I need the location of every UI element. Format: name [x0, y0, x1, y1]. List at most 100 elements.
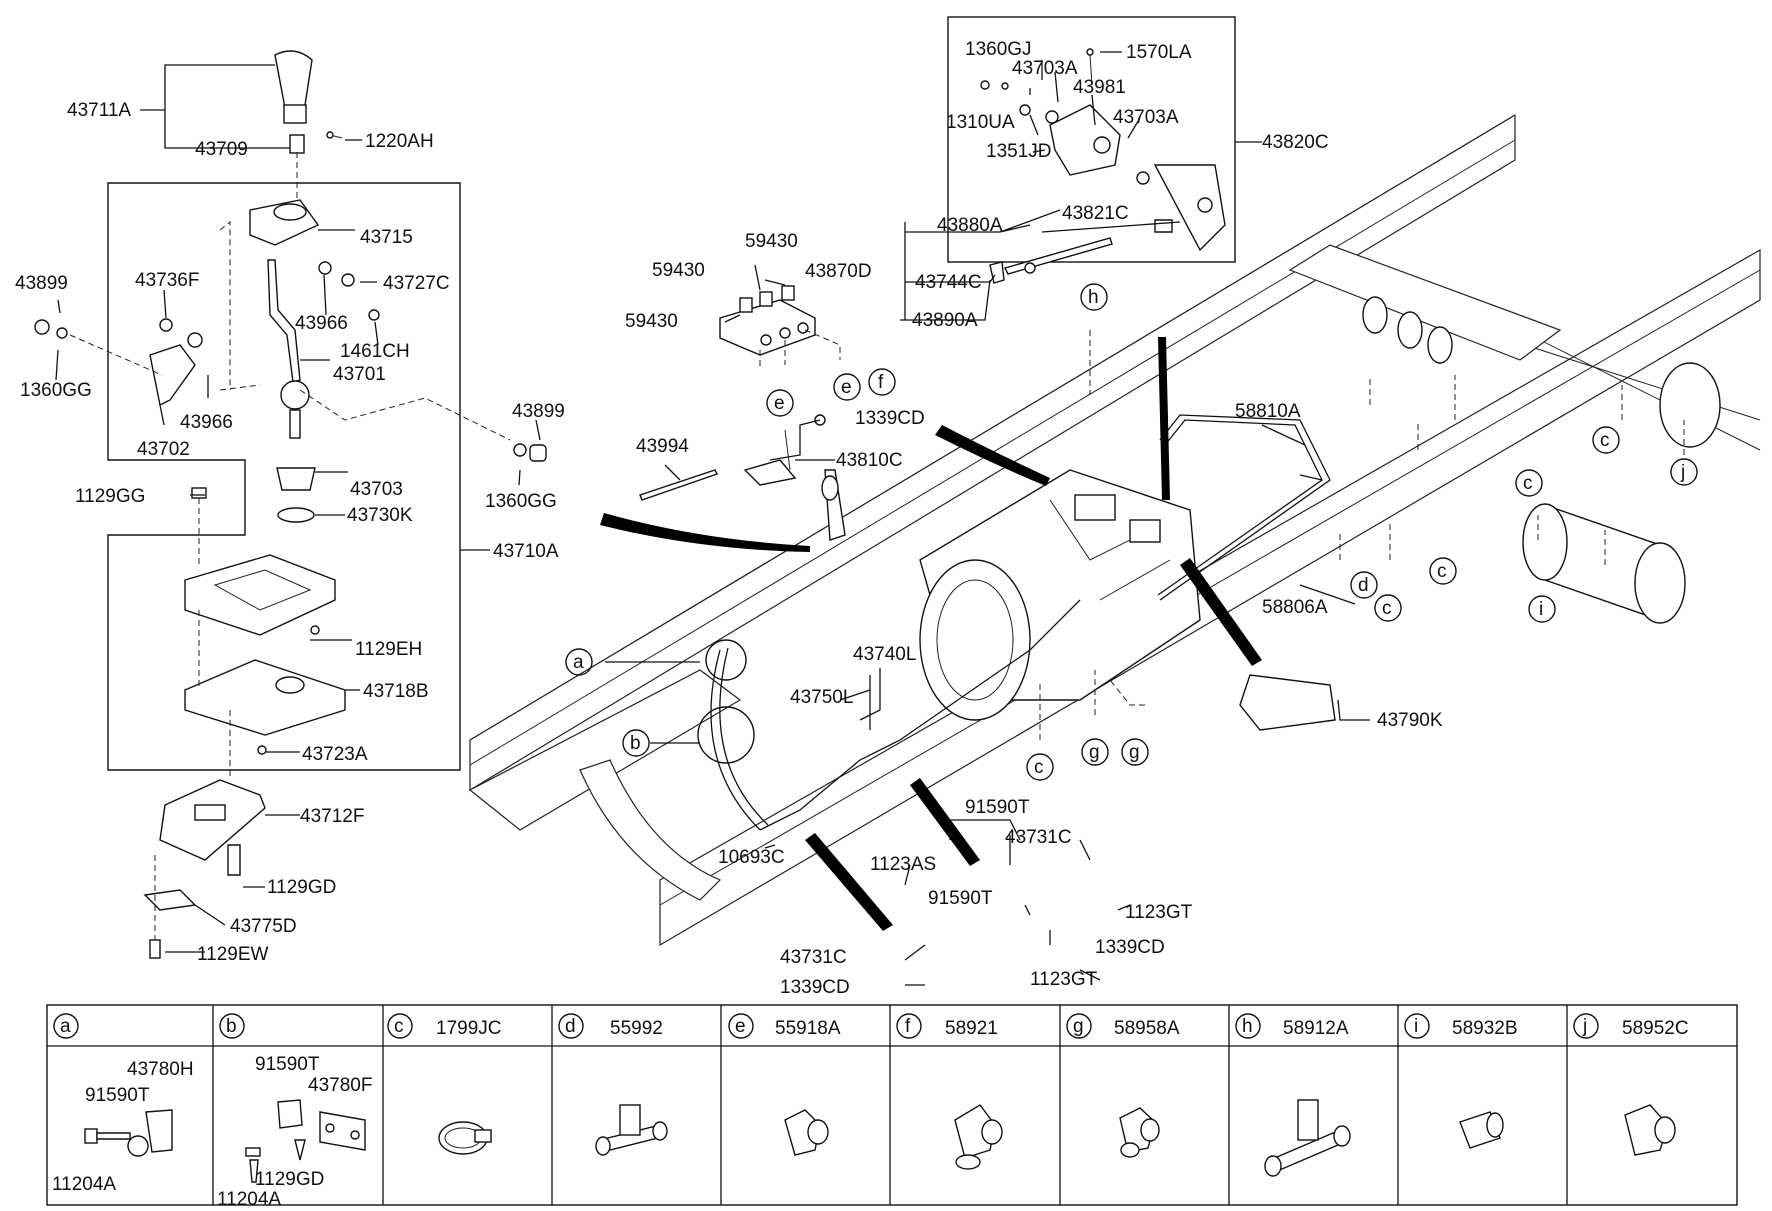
- legend-table: a 43780H 91590T 11204A b 91590T 43780F 1…: [46, 1004, 1738, 1210]
- callout-j: j: [1670, 458, 1698, 486]
- legend-j-part: 58952C: [1622, 1018, 1689, 1039]
- label-43715: 43715: [360, 227, 413, 248]
- callout-b: b: [622, 729, 650, 757]
- label-43750L: 43750L: [790, 687, 853, 708]
- label-43731C-upper: 43731C: [1005, 827, 1072, 848]
- label-43740L: 43740L: [853, 644, 916, 665]
- legend-cell-g: g 58958A: [1066, 1013, 1180, 1158]
- svg-text:a: a: [60, 1016, 71, 1037]
- callout-e-lower: e: [833, 373, 861, 401]
- label-43731C-lower: 43731C: [780, 947, 847, 968]
- svg-text:e: e: [735, 1016, 746, 1037]
- callout-c-1: c: [1592, 426, 1620, 454]
- label-1461CH: 1461CH: [340, 341, 410, 362]
- label-43718B: 43718B: [363, 681, 429, 702]
- label-43744C: 43744C: [915, 272, 982, 293]
- label-43710A: 43710A: [493, 541, 559, 562]
- label-43981: 43981: [1073, 77, 1126, 98]
- label-43736F: 43736F: [135, 270, 199, 291]
- svg-text:h: h: [1242, 1016, 1253, 1037]
- svg-text:d: d: [1358, 575, 1369, 596]
- label-43821C: 43821C: [1062, 203, 1129, 224]
- legend-cell-b: b 91590T 43780F 11204A 1129GD: [217, 1013, 372, 1210]
- leader-lines: [55, 51, 1685, 986]
- svg-text:f: f: [905, 1016, 911, 1037]
- legend-i-part: 58932B: [1452, 1018, 1518, 1039]
- svg-text:i: i: [1414, 1016, 1418, 1037]
- svg-text:e: e: [774, 393, 785, 414]
- svg-text:a: a: [573, 652, 584, 673]
- legend-c-part: 1799JC: [436, 1018, 502, 1039]
- label-59430-mid: 59430: [652, 260, 705, 281]
- label-43730K: 43730K: [347, 505, 413, 526]
- callout-markers: a b e e f h c c c c c d i j g g: [565, 283, 1698, 781]
- label-43727C: 43727C: [383, 273, 450, 294]
- callout-h: h: [1080, 283, 1108, 311]
- svg-text:h: h: [1088, 287, 1099, 308]
- label-1339CD-right: 1339CD: [1095, 937, 1165, 958]
- label-91590T-upper: 91590T: [965, 797, 1030, 818]
- label-1129GD: 1129GD: [267, 877, 336, 898]
- callout-c-3: c: [1429, 557, 1457, 585]
- label-43790K: 43790K: [1377, 710, 1443, 731]
- callout-e-upper: e: [766, 389, 794, 417]
- label-43820C: 43820C: [1262, 132, 1329, 153]
- svg-text:c: c: [394, 1016, 404, 1037]
- label-1351JD: 1351JD: [986, 141, 1052, 162]
- legend-e-part: 55918A: [775, 1018, 841, 1039]
- legend-cell-e: e 55918A: [728, 1013, 841, 1156]
- callout-c-4: c: [1374, 594, 1402, 622]
- label-59430-low: 59430: [625, 311, 678, 332]
- svg-text:b: b: [630, 733, 641, 754]
- label-10693C: 10693C: [718, 847, 785, 868]
- legend-a-43780H: 43780H: [127, 1059, 194, 1080]
- label-1220AH: 1220AH: [365, 131, 434, 152]
- label-1123GT-lower: 1123GT: [1030, 969, 1098, 990]
- label-43701: 43701: [333, 364, 386, 385]
- callout-g-2: g: [1121, 738, 1149, 766]
- svg-text:c: c: [1437, 561, 1447, 582]
- svg-text:c: c: [1382, 598, 1392, 619]
- legend-b-43780F: 43780F: [308, 1075, 372, 1096]
- legend-cell-d: d 55992: [558, 1013, 668, 1156]
- legend-cell-i: i 58932B: [1404, 1013, 1518, 1149]
- label-1360GG-right: 1360GG: [485, 491, 557, 512]
- label-43703A-top: 43703A: [1012, 58, 1078, 79]
- legend-b-91590T: 91590T: [255, 1054, 320, 1075]
- label-43870D: 43870D: [805, 261, 872, 282]
- label-43810C: 43810C: [836, 450, 903, 471]
- label-43890A: 43890A: [912, 310, 978, 331]
- label-43703A-right: 43703A: [1113, 107, 1179, 128]
- label-43723A: 43723A: [302, 744, 368, 765]
- label-43966-upper: 43966: [295, 313, 348, 334]
- label-1360GJ: 1360GJ: [965, 39, 1032, 60]
- callout-c-2: c: [1515, 469, 1543, 497]
- label-58806A: 58806A: [1262, 597, 1328, 618]
- diagram-labels: 43711A 43709 1220AH 43715 43736F 43727C …: [15, 39, 1443, 998]
- label-43775D: 43775D: [230, 916, 297, 937]
- chassis-frame: [468, 113, 1761, 947]
- legend-b-1129GD: 1129GD: [255, 1169, 324, 1190]
- callout-a: a: [565, 648, 593, 676]
- svg-text:j: j: [1680, 462, 1685, 483]
- label-43709: 43709: [195, 139, 248, 160]
- label-1123AS: 1123AS: [870, 854, 936, 875]
- label-43994: 43994: [636, 436, 689, 457]
- callout-g-1: g: [1081, 738, 1109, 766]
- shifter-assembly: [34, 50, 547, 959]
- label-43880A: 43880A: [937, 215, 1003, 236]
- legend-a-11204A: 11204A: [52, 1174, 116, 1195]
- label-1570LA: 1570LA: [1126, 42, 1192, 63]
- label-1360GG-left: 1360GG: [20, 380, 92, 401]
- label-1129EW: 1129EW: [197, 944, 269, 965]
- svg-text:g: g: [1129, 742, 1140, 763]
- callout-f: f: [868, 368, 896, 396]
- legend-cell-j: j 58952C: [1573, 1013, 1689, 1156]
- svg-text:e: e: [841, 377, 852, 398]
- legend-cell-h: h 58912A: [1235, 1013, 1351, 1177]
- bracket-43820C: [947, 16, 1236, 284]
- label-1339CD-valve: 1339CD: [855, 408, 925, 429]
- svg-text:j: j: [1582, 1016, 1587, 1037]
- label-91590T-lower: 91590T: [928, 888, 993, 909]
